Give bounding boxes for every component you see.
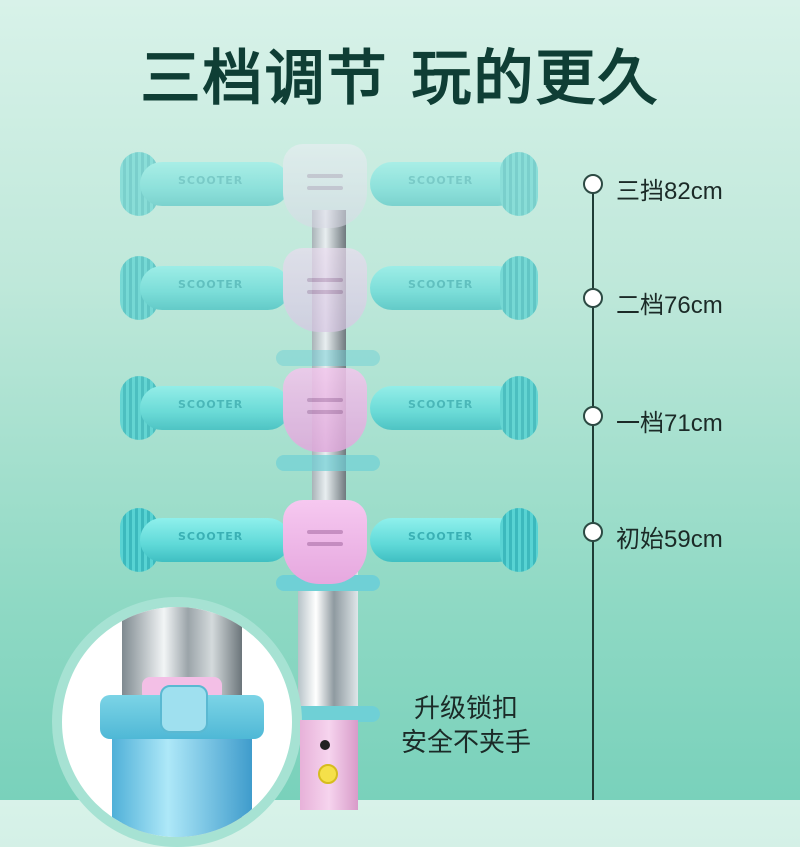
grip-end-right <box>500 256 538 320</box>
clamp-chevron <box>307 410 343 414</box>
handlebar-level-1: SCOOTER SCOOTER <box>120 368 540 452</box>
grip-end-right <box>500 152 538 216</box>
grip-label-left: SCOOTER <box>178 278 244 291</box>
clamp-chevron <box>307 186 343 190</box>
height-marker <box>583 522 603 542</box>
clamp <box>283 368 367 452</box>
zoom-lower-tube <box>112 727 252 837</box>
height-label-3: 三挡82cm <box>616 178 723 205</box>
clamp <box>283 500 367 584</box>
grip-left <box>140 162 290 206</box>
grip-end-right <box>500 376 538 440</box>
clamp-chevron <box>307 542 343 546</box>
collar <box>276 455 380 471</box>
grip-left <box>140 386 290 430</box>
handlebar-level-3: SCOOTER SCOOTER <box>120 144 540 228</box>
clamp-chevron <box>307 174 343 178</box>
grip-end-right <box>500 508 538 572</box>
grip-right <box>370 266 520 310</box>
grip-label-left: SCOOTER <box>178 530 244 543</box>
release-button <box>318 764 338 784</box>
lock-text-line1: 升级锁扣 <box>413 694 518 724</box>
height-label-2: 二档76cm <box>616 292 723 319</box>
height-marker <box>583 174 603 194</box>
collar <box>276 706 380 722</box>
grip-right <box>370 518 520 562</box>
page-title: 三档调节 玩的更久 <box>140 44 660 114</box>
height-marker <box>583 406 603 426</box>
collar <box>276 350 380 366</box>
height-scale-line <box>592 184 594 800</box>
grip-right <box>370 386 520 430</box>
clamp <box>283 248 367 332</box>
indicator-dot <box>320 740 330 750</box>
lock-text-line2: 安全不夹手 <box>400 728 531 758</box>
height-marker <box>583 288 603 308</box>
grip-right <box>370 162 520 206</box>
grip-label-left: SCOOTER <box>178 398 244 411</box>
grip-label-right: SCOOTER <box>408 530 474 543</box>
zoom-lock-knob <box>160 685 208 733</box>
clamp <box>283 144 367 228</box>
lock-detail-zoom <box>52 597 302 847</box>
handlebar-level-2: SCOOTER SCOOTER <box>120 248 540 332</box>
grip-left <box>140 266 290 310</box>
height-label-initial: 初始59cm <box>616 526 723 553</box>
grip-label-right: SCOOTER <box>408 174 474 187</box>
grip-label-right: SCOOTER <box>408 398 474 411</box>
clamp-chevron <box>307 398 343 402</box>
clamp-chevron <box>307 290 343 294</box>
grip-label-left: SCOOTER <box>178 174 244 187</box>
handlebar-initial: SCOOTER SCOOTER <box>120 500 540 584</box>
clamp-chevron <box>307 530 343 534</box>
grip-label-right: SCOOTER <box>408 278 474 291</box>
clamp-chevron <box>307 278 343 282</box>
grip-left <box>140 518 290 562</box>
height-label-1: 一档71cm <box>616 410 723 437</box>
